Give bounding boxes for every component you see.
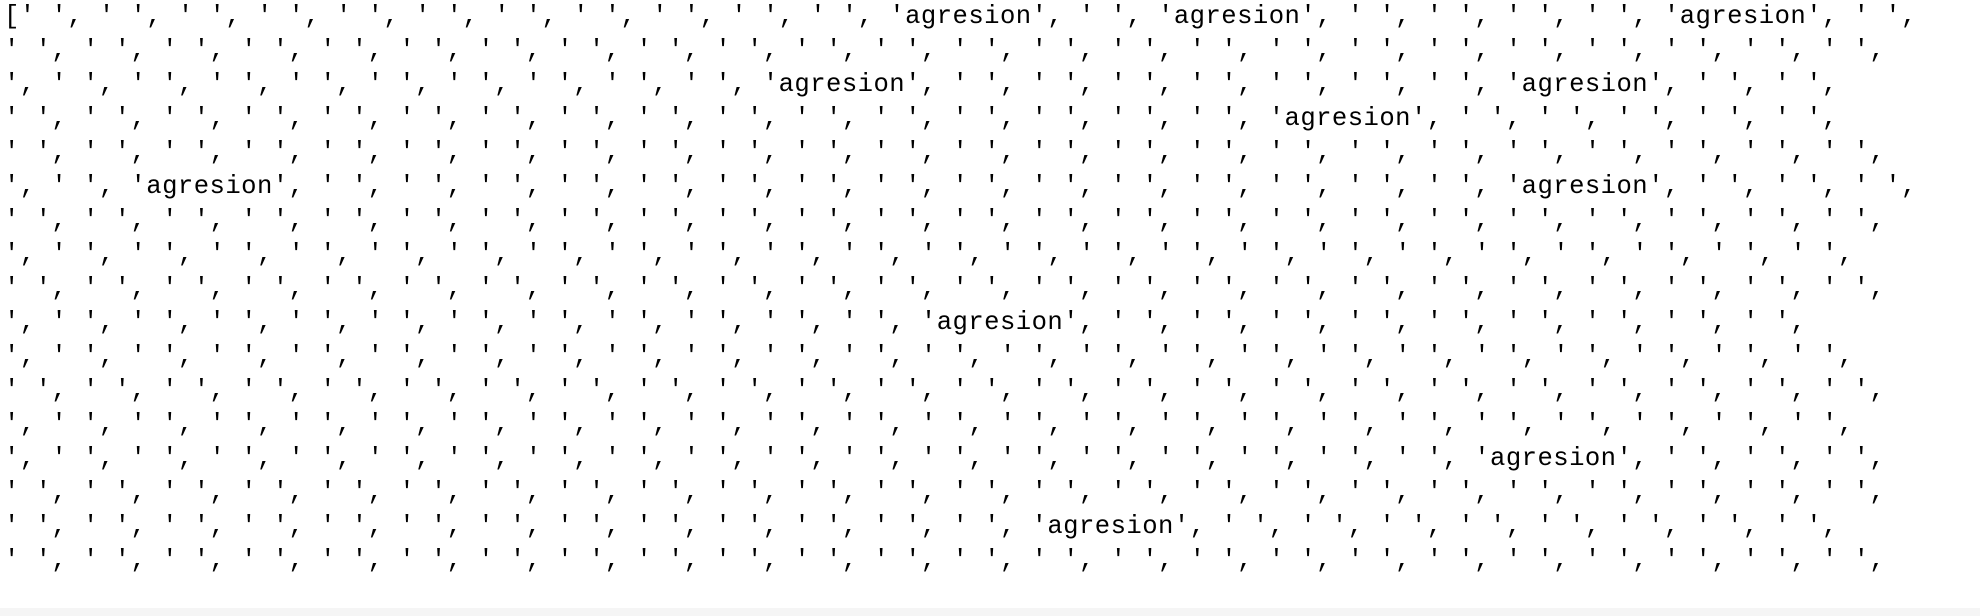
bottom-strip (0, 608, 1980, 616)
list-output-text: [' ', ' ', ' ', ' ', ' ', ' ', ' ', ' ',… (4, 2, 1917, 575)
